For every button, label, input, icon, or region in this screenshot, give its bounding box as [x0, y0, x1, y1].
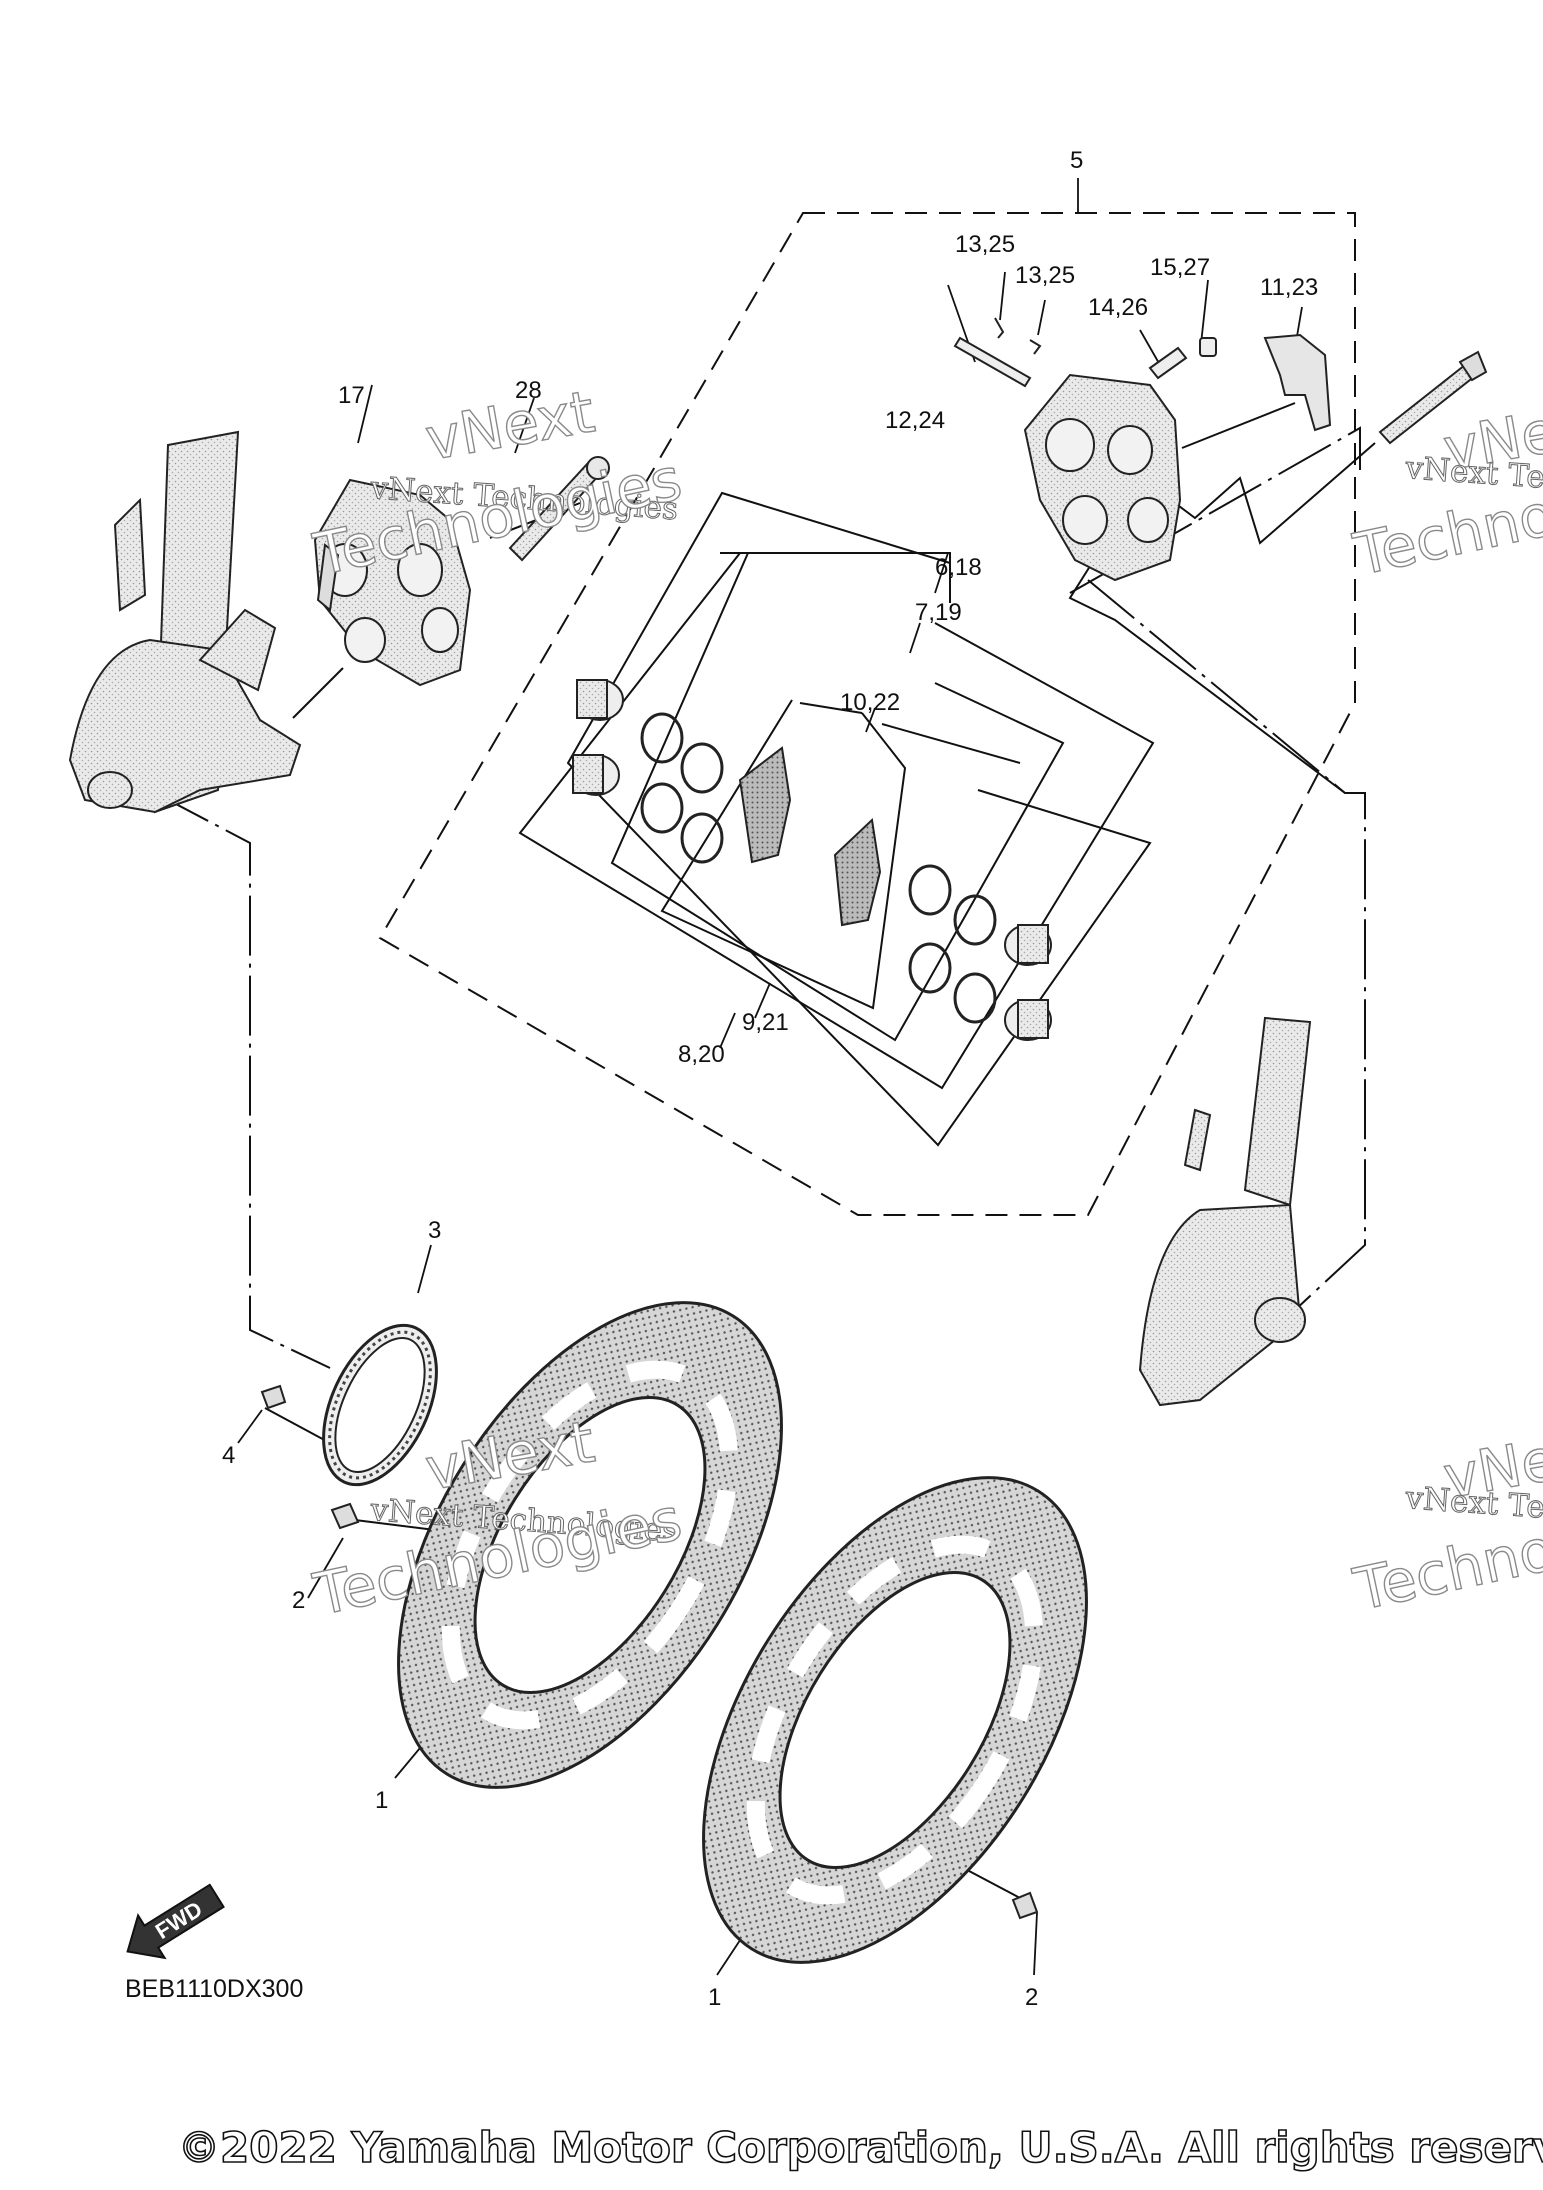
- callout-14-26: 14,26: [1088, 294, 1148, 321]
- watermark-company-4: vNext Tec: [1403, 1480, 1543, 1527]
- bleed-screw: [508, 456, 610, 562]
- callout-28: 28: [515, 377, 542, 404]
- pad-pin-clip: [994, 317, 1005, 339]
- caliper-assembly-dashed-outline: [378, 212, 1356, 1216]
- caliper-pistons: [572, 679, 1052, 1041]
- watermark-group-3: vNext vNext Tec Techno: [1347, 387, 1543, 590]
- caliper-bleed-screw: [1148, 346, 1188, 380]
- callout-2-a: 2: [292, 1587, 305, 1614]
- callout-4: 4: [222, 1442, 235, 1469]
- callout-12-24: 12,24: [885, 407, 945, 434]
- watermark-brand-4: vNext: [1439, 1415, 1543, 1511]
- callout-17: 17: [338, 382, 365, 409]
- watermark-brand: vNext: [421, 377, 600, 473]
- callout-10-22: 10,22: [840, 689, 900, 716]
- bleed-screw-cap: [1199, 337, 1217, 357]
- right-fork-leg: [1138, 1016, 1312, 1407]
- callout-7-19: 7,19: [915, 599, 962, 626]
- pad-spring: [1263, 333, 1332, 432]
- watermark-brand-sub-3: Techno: [1348, 480, 1543, 589]
- callout-2-b: 2: [1025, 1984, 1038, 2011]
- callout-11-23: 11,23: [1260, 274, 1318, 301]
- brake-disc-right: [702, 1476, 1088, 1964]
- callout-9-21: 9,21: [742, 1009, 789, 1036]
- pad-pin: [953, 336, 1032, 388]
- seal-kit-leader-lines: [518, 491, 1155, 1147]
- callout-5: 5: [1070, 147, 1083, 174]
- callout-3: 3: [428, 1217, 441, 1244]
- watermark-brand-sub-4: Techno: [1348, 1515, 1543, 1624]
- piston-seals: [640, 712, 997, 1024]
- callout-13-25-b: 13,25: [1015, 262, 1075, 289]
- watermark-group-4: vNext vNext Tec Techno: [1347, 1415, 1543, 1625]
- watermark-brand-sub: Technologies: [308, 445, 688, 589]
- callout-1-b: 1: [708, 1984, 721, 2011]
- abs-sensor-rotor: [322, 1323, 438, 1487]
- callout-15-27: 15,27: [1150, 254, 1210, 281]
- brake-disc-left: [397, 1301, 783, 1789]
- caliper-mounting-bolt: [1378, 350, 1488, 445]
- left-fork-leg: [68, 430, 302, 814]
- copyright-notice: ©2022 Yamaha Motor Corporation, U.S.A. A…: [178, 2123, 1543, 2172]
- left-brake-caliper: [313, 478, 472, 687]
- callout-13-25-a: 13,25: [955, 231, 1015, 258]
- forward-direction-arrow-icon: FWD: [126, 1883, 225, 1960]
- pad-pin-clip-2: [1029, 339, 1042, 355]
- callout-6-18: 6,18: [935, 554, 982, 581]
- callout-8-20: 8,20: [678, 1041, 725, 1068]
- diagram-code: BEB1110DX300: [125, 1975, 303, 2003]
- callout-1-a: 1: [375, 1787, 388, 1814]
- right-brake-caliper: [1023, 373, 1182, 582]
- rotor-screws: [260, 1384, 1039, 1920]
- brake-pads: [738, 746, 882, 927]
